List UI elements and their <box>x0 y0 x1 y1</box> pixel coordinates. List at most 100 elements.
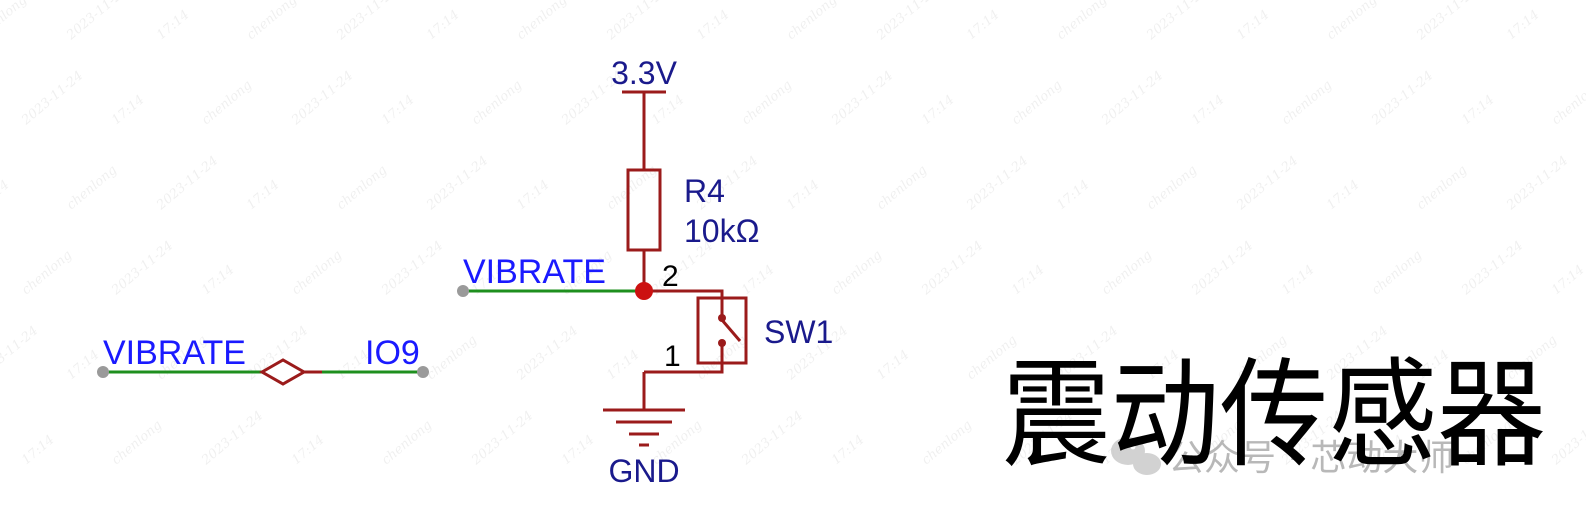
watermark-text: chenlong <box>1279 78 1335 128</box>
watermark-text: 2023-11-24 <box>63 0 131 44</box>
watermark-text: chenlong <box>334 163 390 213</box>
watermark-text: 2023-11-24 <box>1503 153 1571 213</box>
watermark-text: chenlong <box>739 78 795 128</box>
watermark-text: 17:14 <box>694 7 732 43</box>
watermark-text: chenlong <box>1054 0 1110 43</box>
watermark-text: 17:14 <box>1054 177 1092 213</box>
power-label-3v3: 3.3V <box>611 55 677 91</box>
watermark-text: 17:14 <box>604 347 642 383</box>
vibration-sensor-circuit: 3.3V R4 10kΩ VIBRATE 2 1 SW1 GND <box>457 55 833 489</box>
watermark-text: 17:14 <box>1459 92 1497 128</box>
watermark-text: chenlong <box>1549 78 1586 128</box>
wire-endpoint <box>417 366 429 378</box>
watermark-text: chenlong <box>1099 248 1155 298</box>
watermark-text: chenlong <box>874 163 930 213</box>
net-port-connector: VIBRATE IO9 <box>97 334 429 386</box>
watermark-text: 2023-11-24 <box>1413 0 1481 44</box>
watermark-text: chenlong <box>199 78 255 128</box>
watermark-text: 2023-11-24 <box>1233 153 1301 213</box>
watermark-text: 2023-11-24 <box>108 238 176 298</box>
watermark-text: chenlong <box>64 163 120 213</box>
resistor-value: 10kΩ <box>684 213 760 249</box>
watermark-text: 17:14 <box>1279 262 1317 298</box>
watermark-text: 17:14 <box>64 347 102 383</box>
watermark-text: 17:14 <box>244 177 282 213</box>
watermark-text: 17:14 <box>964 7 1002 43</box>
credit-watermark: 公众号 · 芯动大师 <box>1111 437 1454 479</box>
net-label-vibrate-circuit: VIBRATE <box>463 253 606 291</box>
watermark-text: 17:14 <box>829 432 867 468</box>
watermark-text: 17:14 <box>784 177 822 213</box>
watermark-text: chenlong <box>109 418 165 468</box>
watermark-text: 2023-11-24 <box>153 153 221 213</box>
watermark-text: 2023-11-24 <box>0 323 41 383</box>
watermark-text: 17:14 <box>1549 262 1586 298</box>
watermark-text: 2023-11-24 <box>468 408 536 468</box>
watermark-text: 2023-11-24 <box>1368 68 1436 128</box>
watermark-text: 17:14 <box>154 7 192 43</box>
watermark-text: chenlong <box>289 248 345 298</box>
watermark-text: chenlong <box>514 0 570 43</box>
watermark-text: 2023-11-24 <box>198 408 266 468</box>
watermark-text: 17:14 <box>559 432 597 468</box>
watermark-text: chenlong <box>1009 78 1065 128</box>
watermark-text: chenlong <box>19 248 75 298</box>
watermark-text: 17:14 <box>919 92 957 128</box>
watermark-text: 2023-11-24 <box>603 0 671 44</box>
wire-endpoint <box>97 366 109 378</box>
switch-pin-number-2: 2 <box>662 260 679 293</box>
watermark-text: 17:14 <box>874 347 912 383</box>
watermark-text: chenlong <box>1369 248 1425 298</box>
watermark-text: 17:14 <box>1009 262 1047 298</box>
watermark-text: 17:14 <box>649 92 687 128</box>
watermark-text: 2023-11-24 <box>333 0 401 44</box>
switch-pin2-lead <box>644 289 724 318</box>
watermark-text: 2023-11-24 <box>873 0 941 44</box>
switch-pin-number-1: 1 <box>664 340 681 373</box>
net-label-vibrate: VIBRATE <box>103 334 246 372</box>
watermark-text: 2023-11-24 <box>963 153 1031 213</box>
watermark-text: 17:14 <box>289 432 327 468</box>
watermark-text: 2023-11-24 <box>513 323 581 383</box>
watermark-text: 2023-11-24 <box>378 238 446 298</box>
junction-dot <box>635 282 653 300</box>
watermark-text: chenlong <box>784 0 840 43</box>
watermark-text: chenlong <box>919 418 975 468</box>
watermark-text: 17:14 <box>379 92 417 128</box>
watermark-text: chenlong <box>0 0 30 43</box>
watermark-text: 17:14 <box>19 432 57 468</box>
watermark-text: chenlong <box>244 0 300 43</box>
watermark-text: 17:14 <box>1324 177 1362 213</box>
credit-text: 公众号 · 芯动大师 <box>1168 438 1454 479</box>
watermark-text: 2023-11-24 <box>1188 238 1256 298</box>
watermark-text: 2023-11-24 <box>1098 68 1166 128</box>
watermark-text: 17:14 <box>199 262 237 298</box>
switch-contact-top <box>718 314 726 322</box>
watermark-text: 2023-11-24 <box>738 408 806 468</box>
watermark-text: 17:14 <box>514 177 552 213</box>
watermark-text: 17:14 <box>109 92 147 128</box>
watermark-text: 17:14 <box>1504 7 1542 43</box>
switch-designator: SW1 <box>764 314 833 350</box>
watermark-text: chenlong <box>829 248 885 298</box>
diagram-title: 震动传感器 <box>1002 346 1546 484</box>
watermark-text: 2023-11-24 <box>1143 0 1211 44</box>
watermark-text: 17:14 <box>739 262 777 298</box>
watermark-text: 17:14 <box>1189 92 1227 128</box>
watermark-text: chenlong <box>1144 163 1200 213</box>
watermark-text: 2023-11-24 <box>828 68 896 128</box>
pin-label-io9: IO9 <box>365 334 420 372</box>
watermark-text: 17:14 <box>0 177 12 213</box>
watermark-text: chenlong <box>379 418 435 468</box>
watermark-text: chenlong <box>469 78 525 128</box>
switch-contact-icon <box>720 319 742 342</box>
wire-endpoint <box>457 285 469 297</box>
watermark-text: 2023-11-24 <box>288 68 356 128</box>
watermark-text: 2023-11-24 <box>423 153 491 213</box>
watermark-text: 2023-11-24 <box>18 68 86 128</box>
resistor-designator: R4 <box>684 173 725 209</box>
watermark-text: 17:14 <box>1234 7 1272 43</box>
watermark-text: chenlong <box>1324 0 1380 43</box>
watermark-text: 2023-11-24 <box>1458 238 1526 298</box>
